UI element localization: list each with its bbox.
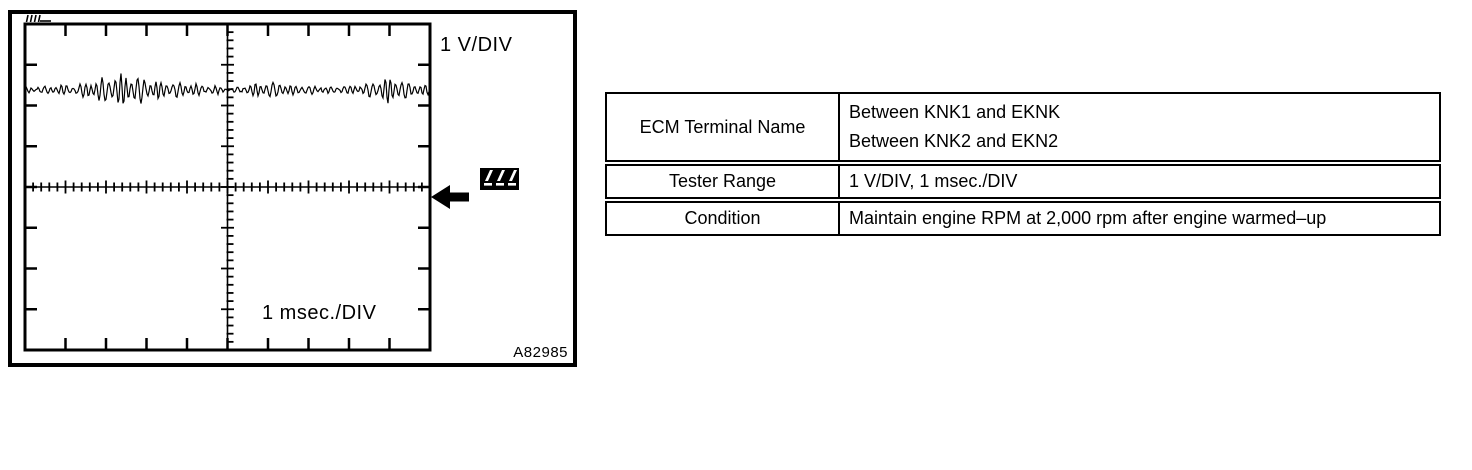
table-row: Condition Maintain engine RPM at 2,000 r… <box>605 201 1441 236</box>
table-row: Tester Range 1 V/DIV, 1 msec./DIV <box>605 164 1441 199</box>
left-arrow-icon <box>431 185 469 209</box>
print-artifact-hatch-icon <box>25 14 51 23</box>
table-label-tester-range: Tester Range <box>607 166 840 197</box>
oscilloscope-display <box>23 22 432 352</box>
value-line: Maintain engine RPM at 2,000 rpm after e… <box>849 208 1327 228</box>
time-per-div-label: 1 msec./DIV <box>262 302 377 324</box>
knock-sensor-waveform <box>24 73 431 104</box>
table-row: ECM Terminal Name Between KNK1 and EKNK … <box>605 92 1441 162</box>
table-label-condition: Condition <box>607 203 840 234</box>
value-line: 1 V/DIV, 1 msec./DIV <box>849 171 1018 191</box>
ground-level-marker-icon <box>480 168 519 190</box>
oscilloscope-figure: 1 V/DIV 1 msec./DIV A82985 <box>8 10 577 367</box>
table-label-ecm-terminal-name: ECM Terminal Name <box>607 94 840 160</box>
table-value-tester-range: 1 V/DIV, 1 msec./DIV <box>840 166 1439 197</box>
volts-per-div-label: 1 V/DIV <box>440 34 513 56</box>
value-line: Between KNK1 and EKNK <box>849 102 1061 122</box>
figure-id: A82985 <box>513 344 568 361</box>
table-value-ecm-terminal-name: Between KNK1 and EKNK Between KNK2 and E… <box>840 94 1439 160</box>
spec-table: ECM Terminal Name Between KNK1 and EKNK … <box>605 92 1441 236</box>
table-value-condition: Maintain engine RPM at 2,000 rpm after e… <box>840 203 1439 234</box>
value-line: Between KNK2 and EKN2 <box>849 131 1059 151</box>
